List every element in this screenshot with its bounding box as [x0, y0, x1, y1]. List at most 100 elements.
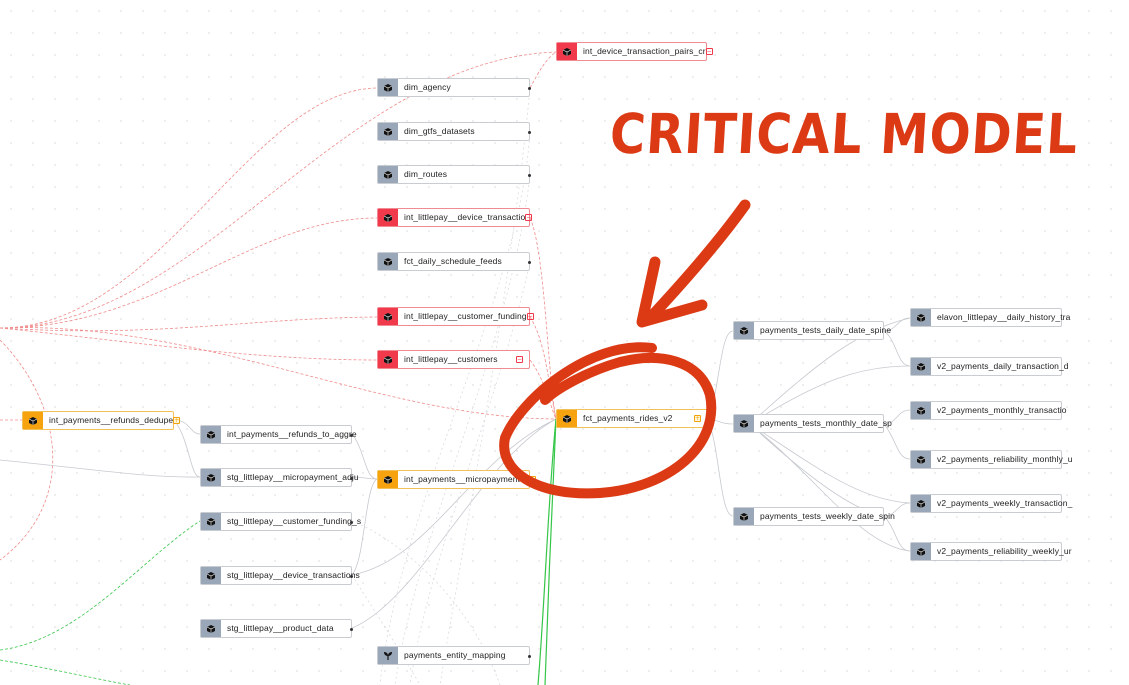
- node-label: fct_daily_schedule_feeds: [404, 256, 502, 266]
- node-dim-gtfs-datasets[interactable]: dim_gtfs_datasets: [377, 122, 531, 141]
- node-label: stg_littlepay__customer_funding_s: [227, 516, 362, 526]
- node-stg-littlepay-device-transactions[interactable]: stg_littlepay__device_transactions: [200, 566, 360, 585]
- model-cube-icon: [557, 43, 577, 60]
- node-label: v2_payments_weekly_transaction_: [937, 498, 1073, 508]
- annotation-critical-model-text: CRITICAL MODEL: [608, 102, 1081, 166]
- node-label: dim_routes: [404, 169, 448, 179]
- node-label: v2_payments_reliability_monthly_u: [937, 454, 1073, 464]
- model-cube-icon: [378, 123, 398, 140]
- model-cube-icon: [911, 451, 931, 468]
- node-label: v2_payments_daily_transaction_d: [937, 361, 1069, 371]
- node-int-payments-micropayments[interactable]: int_payments__micropayments_ +: [377, 470, 537, 489]
- node-dim-agency[interactable]: dim_agency: [377, 78, 531, 97]
- model-cube-icon: [201, 426, 221, 443]
- node-label: stg_littlepay__device_transactions: [227, 570, 360, 580]
- model-cube-icon: [911, 309, 931, 326]
- node-label: int_device_transaction_pairs_cr: [583, 46, 706, 56]
- node-payments-entity-mapping[interactable]: payments_entity_mapping: [377, 646, 531, 665]
- node-stg-littlepay-micropayment-adjustments[interactable]: stg_littlepay__micropayment_adju: [200, 468, 359, 487]
- selected-path-edges: [0, 520, 201, 685]
- node-label: payments_tests_weekly_date_spin: [760, 511, 895, 521]
- model-cube-icon: [734, 508, 754, 525]
- node-label: stg_littlepay__product_data: [227, 623, 334, 633]
- output-handle[interactable]: [528, 261, 531, 264]
- node-label: dim_agency: [404, 82, 451, 92]
- node-label: payments_entity_mapping: [404, 650, 506, 660]
- output-handle[interactable]: [350, 628, 353, 631]
- selected-path-solid: [537, 418, 557, 685]
- node-label: payments_tests_monthly_date_sp: [760, 418, 892, 428]
- output-handle[interactable]: [350, 477, 353, 480]
- model-cube-icon: [378, 471, 398, 488]
- node-int-littlepay-device-transactions[interactable]: int_littlepay__device_transactio −: [377, 208, 533, 227]
- model-cube-icon: [911, 543, 931, 560]
- node-label: payments_tests_daily_date_spine: [760, 325, 892, 335]
- model-cube-icon: [378, 351, 398, 368]
- output-handle[interactable]: [350, 434, 353, 437]
- node-int-littlepay-customer-funding[interactable]: int_littlepay__customer_funding −: [377, 307, 534, 326]
- collapse-icon[interactable]: −: [526, 313, 534, 320]
- model-cube-icon: [201, 513, 221, 530]
- node-v2-payments-weekly-transaction[interactable]: v2_payments_weekly_transaction_: [910, 494, 1072, 513]
- node-label: int_payments__refunds_to_aggre: [227, 429, 357, 439]
- node-int-littlepay-customers[interactable]: int_littlepay__customers −: [377, 350, 530, 369]
- expand-icon[interactable]: +: [173, 417, 181, 424]
- seed-sprout-icon: [378, 647, 398, 664]
- model-cube-icon: [378, 253, 398, 270]
- output-handle[interactable]: [350, 521, 353, 524]
- node-int-payments-refunds-to-aggregations[interactable]: int_payments__refunds_to_aggre: [200, 425, 357, 444]
- node-v2-payments-reliability-weekly[interactable]: v2_payments_reliability_weekly_ur: [910, 542, 1072, 561]
- node-label: stg_littlepay__micropayment_adju: [227, 472, 359, 482]
- model-cube-icon: [378, 308, 398, 325]
- model-cube-icon: [378, 209, 398, 226]
- node-v2-payments-reliability-monthly[interactable]: v2_payments_reliability_monthly_u: [910, 450, 1072, 469]
- model-cube-icon: [734, 415, 754, 432]
- model-cube-icon: [378, 166, 398, 183]
- expand-icon[interactable]: +: [529, 476, 537, 483]
- node-stg-littlepay-customer-funding[interactable]: stg_littlepay__customer_funding_s: [200, 512, 361, 531]
- node-label: elavon_littlepay__daily_history_tra: [937, 312, 1071, 322]
- collapse-icon[interactable]: −: [525, 214, 533, 221]
- model-cube-icon: [911, 495, 931, 512]
- node-fct-daily-schedule-feeds[interactable]: fct_daily_schedule_feeds: [377, 252, 531, 271]
- model-cube-icon: [557, 410, 577, 427]
- node-v2-payments-monthly-transaction[interactable]: v2_payments_monthly_transactio: [910, 401, 1067, 420]
- output-handle[interactable]: [350, 575, 353, 578]
- model-cube-icon: [201, 620, 221, 637]
- model-cube-icon: [911, 358, 931, 375]
- node-label: int_littlepay__device_transactio: [404, 212, 526, 222]
- output-handle[interactable]: [528, 131, 531, 134]
- collapse-icon[interactable]: −: [705, 48, 713, 55]
- node-payments-tests-daily-date-spine[interactable]: payments_tests_daily_date_spine: [733, 321, 891, 340]
- node-label: fct_payments_rides_v2: [583, 413, 673, 423]
- node-payments-tests-weekly-date-spine[interactable]: payments_tests_weekly_date_spin: [733, 507, 895, 526]
- node-label: dim_gtfs_datasets: [404, 126, 475, 136]
- model-cube-icon: [734, 322, 754, 339]
- output-handle[interactable]: [528, 87, 531, 90]
- output-handle[interactable]: [528, 174, 531, 177]
- faint-edges: [351, 87, 531, 685]
- node-int-device-transaction-pairs[interactable]: int_device_transaction_pairs_cr −: [556, 42, 713, 61]
- model-cube-icon: [23, 412, 43, 429]
- node-label: int_littlepay__customers: [404, 354, 498, 364]
- output-handle[interactable]: [528, 655, 531, 658]
- node-label: int_payments__micropayments_: [404, 474, 530, 484]
- node-label: v2_payments_reliability_weekly_ur: [937, 546, 1072, 556]
- model-cube-icon: [911, 402, 931, 419]
- node-label: int_littlepay__customer_funding: [404, 311, 527, 321]
- model-cube-icon: [201, 469, 221, 486]
- node-stg-littlepay-product-data[interactable]: stg_littlepay__product_data: [200, 619, 353, 638]
- node-elavon-littlepay-daily-history[interactable]: elavon_littlepay__daily_history_tra: [910, 308, 1070, 327]
- node-fct-payments-rides-v2[interactable]: fct_payments_rides_v2 +: [556, 409, 708, 428]
- node-label: int_payments__refunds_dedupe: [49, 415, 174, 425]
- node-int-payments-refunds-deduped[interactable]: int_payments__refunds_dedupe +: [22, 411, 181, 430]
- node-label: v2_payments_monthly_transactio: [937, 405, 1067, 415]
- node-payments-tests-monthly-date-spine[interactable]: payments_tests_monthly_date_sp: [733, 414, 892, 433]
- model-cube-icon: [201, 567, 221, 584]
- collapse-icon[interactable]: −: [516, 356, 523, 363]
- model-cube-icon: [378, 79, 398, 96]
- node-v2-payments-daily-transaction[interactable]: v2_payments_daily_transaction_d: [910, 357, 1069, 376]
- node-dim-routes[interactable]: dim_routes: [377, 165, 531, 184]
- expand-icon[interactable]: +: [694, 415, 701, 422]
